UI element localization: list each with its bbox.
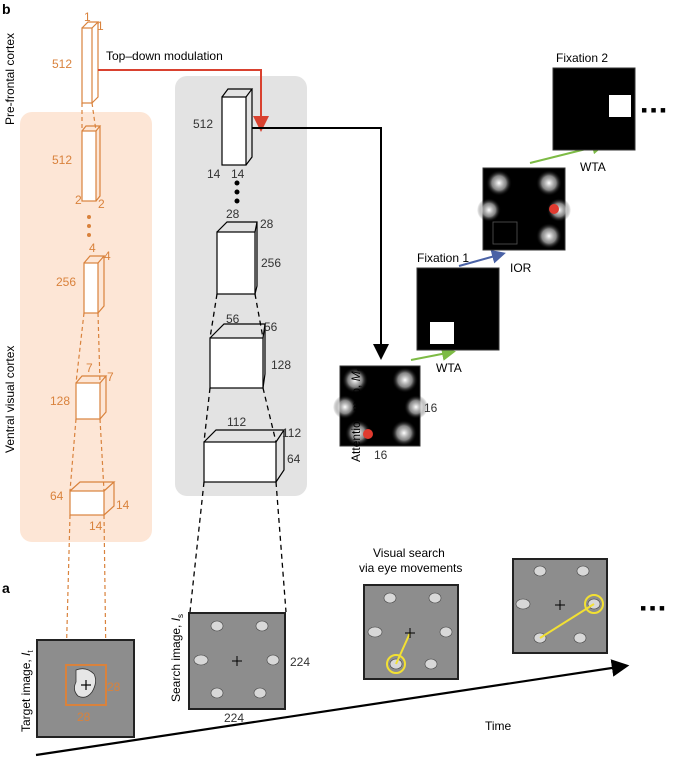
t-l5-right: 14 <box>116 498 130 512</box>
search-image-w: 224 <box>290 655 310 669</box>
ior-peak <box>549 204 559 214</box>
s-l1-side: 512 <box>193 117 213 131</box>
s-l4-side: 64 <box>287 452 301 466</box>
target-image-label: Target image, It <box>19 650 35 732</box>
search-network <box>189 88 287 613</box>
time-arrow <box>35 659 630 757</box>
t-l5-side: 64 <box>50 489 64 503</box>
t-l5-bottom: 14 <box>89 519 103 533</box>
attention-height: 16 <box>374 448 388 462</box>
t-l1-top-a: 1 <box>84 10 91 24</box>
target-layer-4 <box>75 375 108 420</box>
search-frame-2 <box>512 558 608 654</box>
t-l2-side: 512 <box>52 153 72 167</box>
s-l4-top-a: 112 <box>227 415 246 429</box>
attention-width: 16 <box>424 401 438 415</box>
target-layer-5 <box>69 481 116 516</box>
s-l3-top-a: 56 <box>226 312 240 326</box>
search-layer-4 <box>203 429 286 483</box>
to-attention-arrow <box>252 127 389 360</box>
t-l4-top-b: 7 <box>107 370 114 384</box>
target-layer-3 <box>83 255 106 314</box>
s-l2-side: 256 <box>261 256 281 270</box>
time-label: Time <box>485 719 512 733</box>
search-layer-3 <box>209 323 266 389</box>
search-image-h: 224 <box>224 711 244 725</box>
target-image-w: 28 <box>107 680 121 694</box>
visual-search-line1: Visual search <box>373 546 445 560</box>
search-frame-1 <box>363 584 459 680</box>
s-l1-bot-a: 14 <box>207 167 221 181</box>
ior-label: IOR <box>510 261 532 275</box>
visual-search-line2: via eye movements <box>359 561 462 575</box>
ior-arrow <box>458 249 506 267</box>
wta-label-2: WTA <box>580 160 606 174</box>
prefrontal-label: Pre-frontal cortex <box>3 33 17 125</box>
ior-attention-map <box>477 167 571 251</box>
target-image <box>36 639 135 738</box>
target-layer-1 <box>81 21 100 104</box>
wta-arrow-1 <box>410 347 456 361</box>
search-image-label: Search image, Is <box>169 614 185 702</box>
target-image-h: 28 <box>77 710 91 724</box>
target-network <box>65 21 116 666</box>
search-image <box>188 612 286 710</box>
ventral-label: Ventral visual cortex <box>3 346 17 453</box>
t-l4-top-a: 7 <box>86 361 93 375</box>
t-l2-bot-b: 2 <box>98 197 105 211</box>
t-l3-side: 256 <box>56 275 76 289</box>
fixation-2-map <box>552 67 636 151</box>
ellipsis-bottom: ▪▪▪ <box>640 598 668 618</box>
topdown-arrow <box>98 69 269 132</box>
fixation-2-label: Fixation 2 <box>556 51 608 65</box>
search-layer-1 <box>221 88 254 166</box>
t-l1-side: 512 <box>52 57 72 71</box>
t-l3-top-r: 4 <box>104 249 111 263</box>
s-l3-side: 128 <box>271 358 291 372</box>
ventral-region <box>20 112 152 542</box>
topdown-label: Top–down modulation <box>106 49 223 63</box>
fixation-1-map <box>416 267 500 351</box>
s-l2-top-a: 28 <box>226 207 240 221</box>
attention-map <box>333 365 428 447</box>
t-l1-top-b: 1 <box>97 19 104 33</box>
fixation-1-label: Fixation 1 <box>417 251 469 265</box>
panel-letter-a: a <box>2 580 10 596</box>
search-layer-2 <box>216 221 258 295</box>
t-l2-bot-a: 2 <box>75 193 82 207</box>
s-l3-top-b: 56 <box>264 320 278 334</box>
attention-label: Attention map, Mf <box>349 368 365 462</box>
target-layer-2 <box>81 125 102 202</box>
attention-peak <box>363 429 373 439</box>
t-l3-top: 4 <box>89 241 96 255</box>
s-l4-top-b: 112 <box>282 426 301 440</box>
t-l4-side: 128 <box>50 394 70 408</box>
panel-letter-b: b <box>2 1 11 17</box>
s-l2-top-b: 28 <box>260 217 274 231</box>
ellipsis-top: ▪▪▪ <box>641 100 669 120</box>
s-l1-bot-b: 14 <box>231 167 245 181</box>
wta-label-1: WTA <box>436 361 462 375</box>
